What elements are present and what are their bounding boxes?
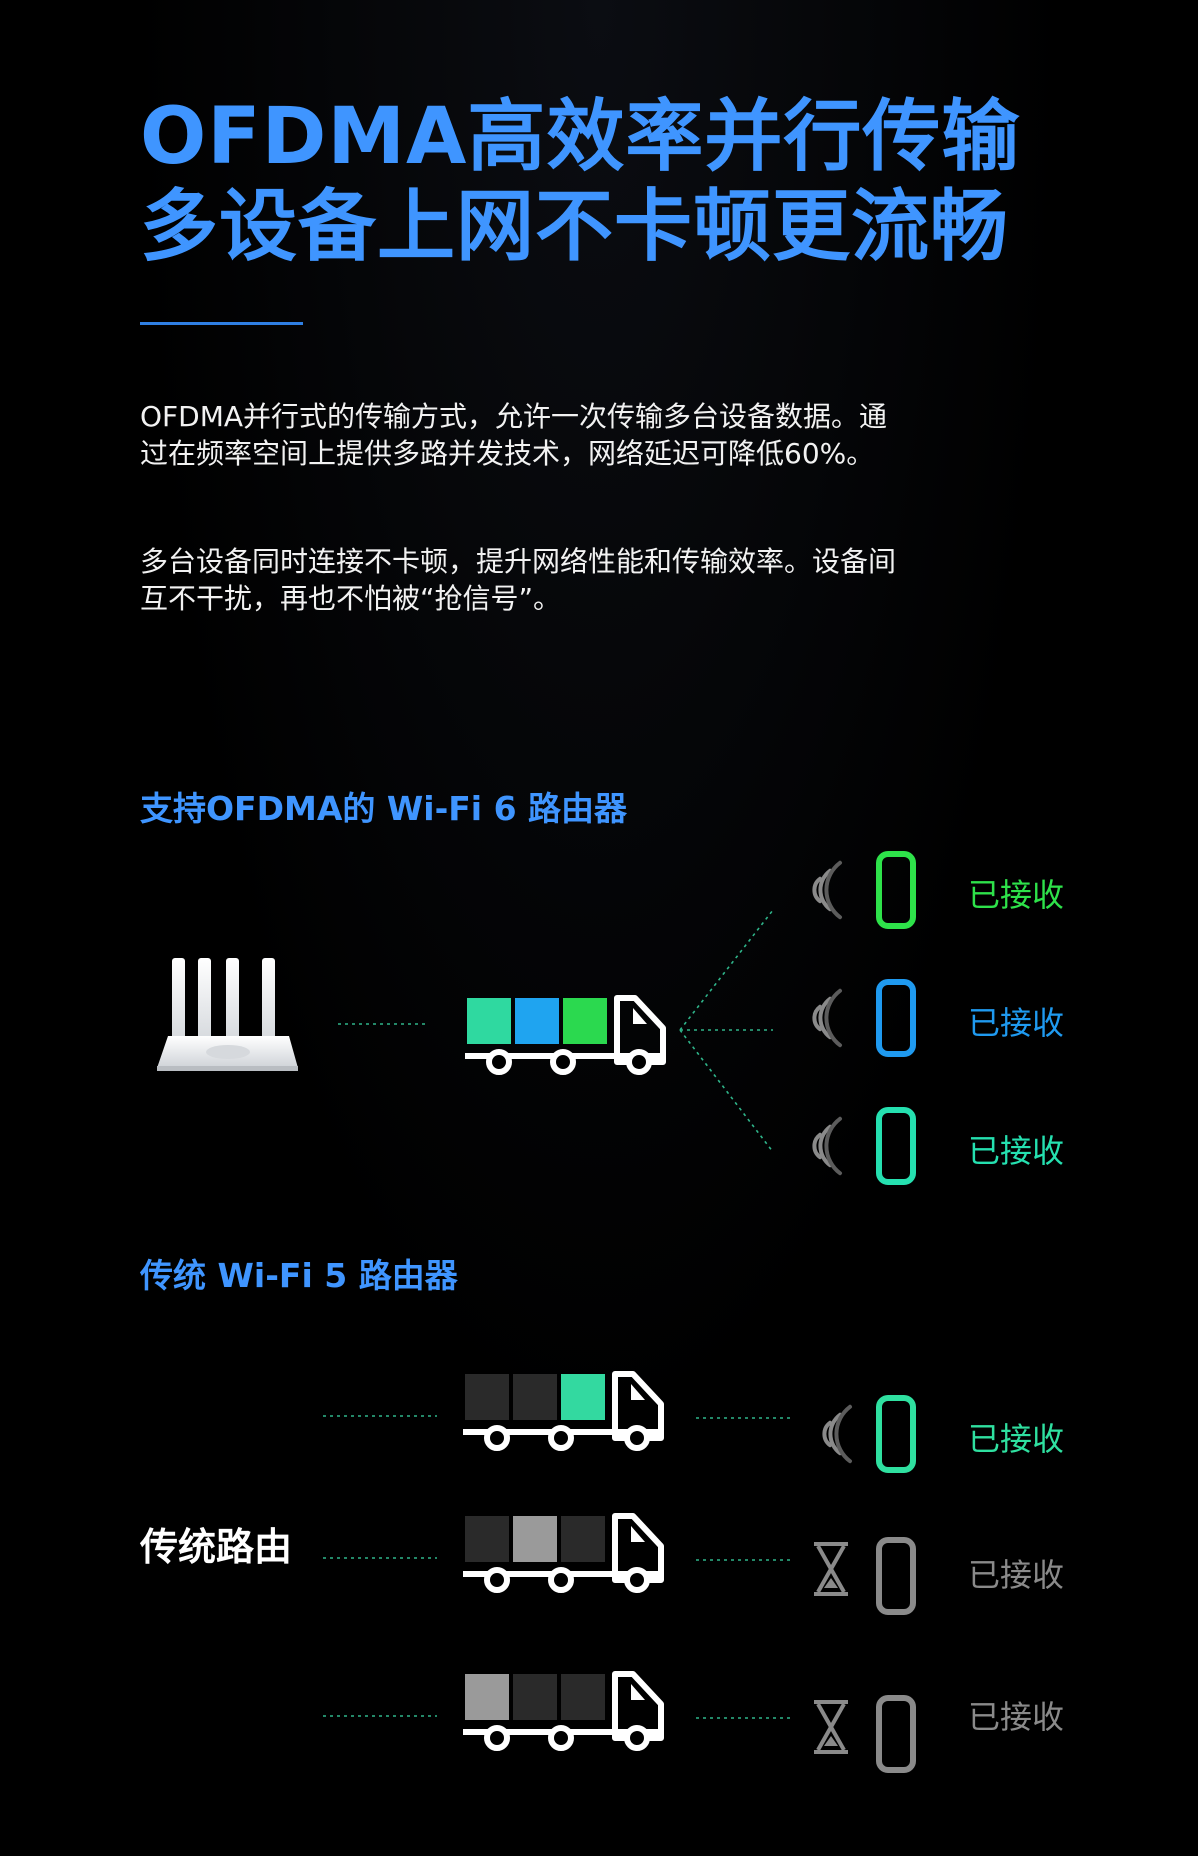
truck-icon [465, 995, 666, 1075]
truck-icon [463, 1371, 664, 1451]
wifi5-status-2: 已接收 [968, 1556, 1065, 1594]
wifi6-status-1: 已接收 [968, 876, 1065, 914]
signal-arc [824, 988, 842, 1048]
cargo-box [561, 1374, 605, 1420]
traditional-router-label: 传统路由 [140, 1525, 293, 1569]
signal-arc [824, 860, 842, 920]
truck-wheel [624, 1725, 650, 1751]
cargo-box [513, 1674, 557, 1720]
hourglass-icon [814, 1542, 848, 1596]
wifi6-devices [812, 851, 916, 1185]
signal-arc [822, 1420, 832, 1448]
cargo-box [467, 998, 511, 1044]
cargo-box [561, 1516, 605, 1562]
router-icon [157, 958, 298, 1071]
cargo-box [465, 1374, 509, 1420]
cargo-box [513, 1516, 557, 1562]
wifi6-connectors [338, 909, 774, 1153]
phone-icon [876, 1395, 916, 1473]
headline-line-2: 多设备上网不卡顿更流畅 [140, 182, 1010, 272]
truck-window [631, 1684, 645, 1700]
wifi6-status-2: 已接收 [968, 1004, 1065, 1042]
signal-arc [812, 1132, 822, 1160]
wifi5-rows [323, 1371, 916, 1773]
wifi-signal-icon [812, 860, 842, 920]
truck-wheel [484, 1425, 510, 1451]
paragraph-ofdma: OFDMA并行式的传输方式，允许一次传输多台设备数据。通过在频率空间上提供多路并… [140, 400, 888, 470]
wifi5-status-1: 已接收 [968, 1420, 1065, 1458]
truck-wheel [624, 1567, 650, 1593]
truck-icon [463, 1513, 664, 1593]
hourglass-glass [816, 1703, 846, 1751]
cargo-box [513, 1374, 557, 1420]
paragraph-multi-device: 多台设备同时连接不卡顿，提升网络性能和传输效率。设备间互不干扰，再也不怕被“抢信… [140, 545, 897, 615]
phone-icon [876, 979, 916, 1057]
wifi-signal-icon [812, 988, 842, 1048]
wifi-signal-icon [822, 1404, 852, 1464]
wifi6-status-3: 已接收 [968, 1132, 1065, 1170]
cargo-box [465, 1674, 509, 1720]
truck-window [633, 1008, 647, 1024]
signal-arc [818, 1124, 832, 1168]
truck-window [631, 1526, 645, 1542]
truck-wheel [550, 1049, 576, 1075]
signal-arc [818, 996, 832, 1040]
hourglass-sand [824, 1578, 838, 1588]
signal-arc [812, 876, 822, 904]
wifi6-truck [465, 995, 666, 1075]
truck-wheel [484, 1725, 510, 1751]
truck-cab [612, 1513, 664, 1583]
truck-icon [463, 1671, 664, 1751]
signal-arc [824, 1116, 842, 1176]
headline-line-1: OFDMA高效率并行传输 [140, 92, 1021, 182]
cargo-box [563, 998, 607, 1044]
truck-wheel [624, 1425, 650, 1451]
truck-wheel [548, 1425, 574, 1451]
truck-cab [612, 1671, 664, 1741]
truck-window [631, 1384, 645, 1400]
wifi5-status-3: 已接收 [968, 1698, 1065, 1736]
signal-arc [834, 1404, 852, 1464]
phone-icon [876, 1695, 916, 1773]
truck-cab [612, 1371, 664, 1441]
signal-arc [818, 868, 832, 912]
signal-arc [828, 1412, 842, 1456]
divider [140, 322, 303, 325]
wifi6-section-title: 支持OFDMA的 Wi-Fi 6 路由器 [140, 789, 628, 828]
cargo-box [465, 1516, 509, 1562]
signal-arc [812, 1004, 822, 1032]
phone-icon [876, 1107, 916, 1185]
truck-wheel [486, 1049, 512, 1075]
truck-wheel [626, 1049, 652, 1075]
hourglass-sand [824, 1736, 838, 1746]
hourglass-icon [814, 1700, 848, 1754]
truck-wheel [548, 1725, 574, 1751]
cargo-box [515, 998, 559, 1044]
cargo-box [561, 1674, 605, 1720]
phone-icon [876, 1537, 916, 1615]
headline: OFDMA高效率并行传输 多设备上网不卡顿更流畅 [140, 92, 1020, 272]
wifi-signal-icon [812, 1116, 842, 1176]
truck-wheel [484, 1567, 510, 1593]
truck-wheel [548, 1567, 574, 1593]
truck-cab [614, 995, 666, 1065]
phone-icon [876, 851, 916, 929]
hourglass-glass [816, 1545, 846, 1593]
wifi5-section-title: 传统 Wi-Fi 5 路由器 [140, 1256, 458, 1295]
